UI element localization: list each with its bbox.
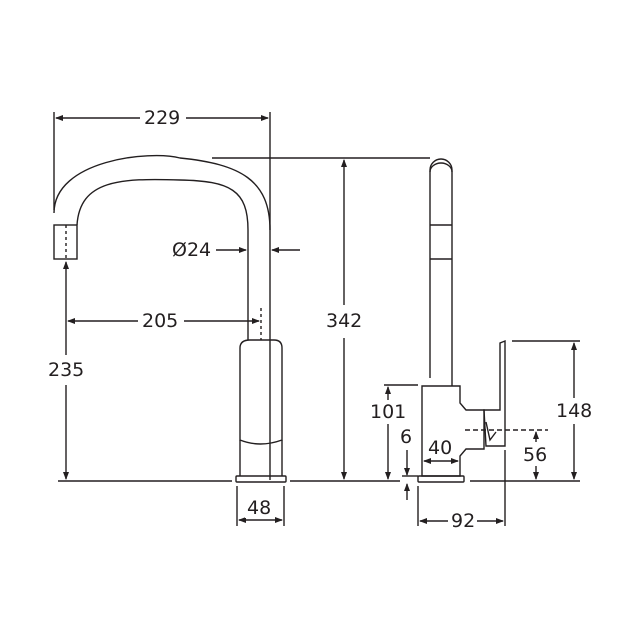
dim-body-width: 40 xyxy=(428,437,453,459)
dim-outlet-height: 235 xyxy=(46,359,87,381)
dim-spout-reach-center: 205 xyxy=(140,310,181,332)
dim-base-diameter: 48 xyxy=(245,497,274,519)
dim-overall-height: 342 xyxy=(324,310,365,332)
dim-spout-reach-overall: 229 xyxy=(142,107,183,129)
dim-handle-pivot-height: 56 xyxy=(521,444,550,466)
dim-base-depth: 92 xyxy=(449,510,478,532)
side-view xyxy=(417,158,548,483)
dim-base-thickness: 6 xyxy=(398,426,415,448)
dim-spout-diameter: Ø24 xyxy=(170,239,214,261)
front-view xyxy=(53,154,287,483)
dim-body-height: 101 xyxy=(368,401,409,423)
dim-handle-height: 148 xyxy=(554,400,595,422)
